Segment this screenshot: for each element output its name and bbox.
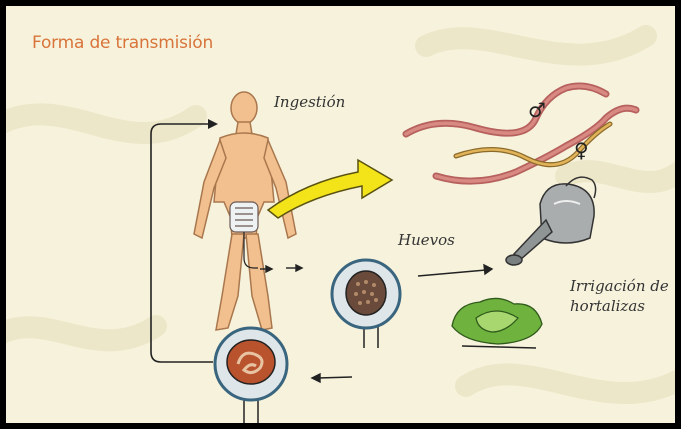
watering-can-icon (506, 177, 596, 265)
label-ingestion: Ingestión (274, 92, 345, 112)
intestine-icon (230, 202, 258, 232)
diagram-canvas (6, 6, 675, 423)
page-title: Forma de transmisión (32, 33, 213, 53)
egg-capsule (332, 260, 400, 348)
arrow-to-larva (312, 374, 352, 382)
label-irrigation: Irrigación de hortalizas (570, 276, 669, 316)
female-symbol-icon: ♀ (574, 138, 589, 162)
small-arrows-to-egg (260, 265, 302, 272)
cycle-loop-arrowhead (208, 119, 218, 129)
label-irrigation-line1: Irrigación de (570, 276, 669, 296)
label-eggs: Huevos (398, 230, 455, 250)
lettuce-icon (452, 298, 542, 348)
male-symbol-icon: ♂ (528, 98, 546, 122)
arrow-to-irrigation (418, 265, 492, 276)
label-irrigation-line2: hortalizas (570, 296, 669, 316)
larva-capsule (215, 328, 287, 423)
diagram-frame: Forma de transmisión Ingestión Huevos Ir… (6, 6, 675, 423)
